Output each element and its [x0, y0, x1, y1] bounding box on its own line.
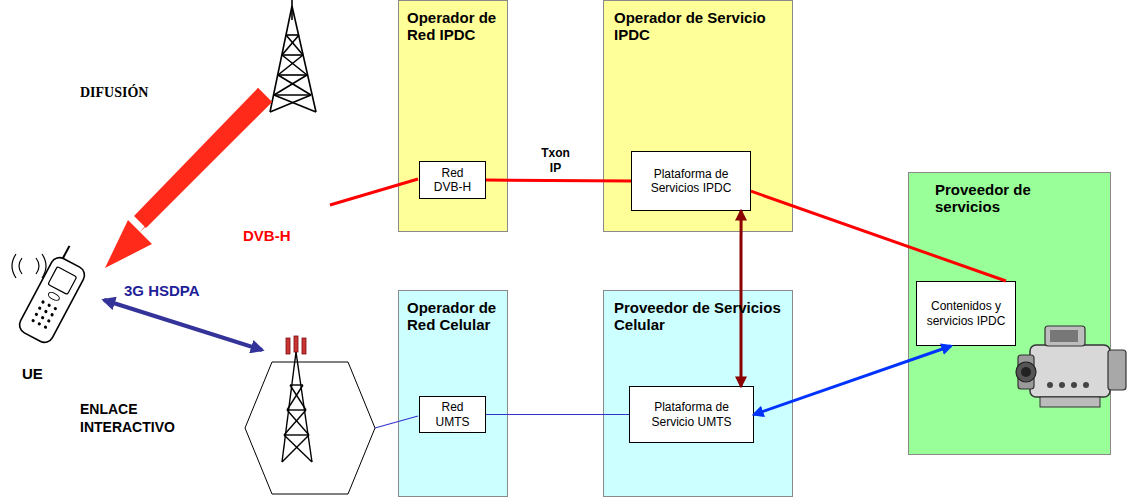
- connector: [486, 414, 629, 415]
- connector: [740, 211, 743, 386]
- connector-label: Txon IP: [536, 146, 576, 176]
- tower-feed-line: [330, 179, 418, 205]
- diagram-label: 3G HSDPA: [124, 281, 200, 301]
- signal-waves: [12, 254, 46, 278]
- box-title: Operador de Red Celular: [399, 291, 507, 342]
- diagram-label: UE: [22, 364, 43, 384]
- diagram-label: DIFUSIÓN: [80, 84, 148, 102]
- box-label: Red DVB-H: [426, 166, 479, 195]
- organization-box: Proveedor de serviciosContenidos y servi…: [908, 172, 1111, 455]
- organization-box: Proveedor de Servicios CelularPlataforma…: [603, 290, 793, 497]
- box-title: Proveedor de Servicios Celular: [604, 291, 792, 342]
- cell-tower: [282, 352, 312, 462]
- box-title: Operador de Servicio IPDC: [604, 1, 792, 52]
- broadcast-tower: [270, 0, 316, 112]
- box-label: Contenidos y servicios IPDC: [923, 299, 1009, 328]
- organization-box: Operador de Red CelularRed UMTS: [398, 290, 508, 497]
- box-title: Proveedor de servicios: [909, 173, 1110, 224]
- organization-box: Operador de Red IPDC Red DVB-H: [398, 0, 508, 232]
- component-box: Plataforma de Servicios IPDC: [631, 151, 751, 211]
- camcorder-icon: [1016, 326, 1126, 407]
- diagram-label: ENLACE INTERACTIVO: [80, 400, 180, 436]
- box-title: Operador de Red IPDC: [399, 1, 507, 52]
- box-label: Plataforma de Servicios IPDC: [638, 167, 744, 196]
- component-box: Red DVB-H: [419, 161, 486, 199]
- connector: [751, 191, 1006, 281]
- component-box: Plataforma de Servicio UMTS: [629, 386, 754, 443]
- interactive-link-arrow: [104, 300, 262, 350]
- cell-feed-line: [375, 416, 418, 428]
- cell-hexagon: [245, 362, 375, 494]
- box-label: Red UMTS: [426, 400, 479, 429]
- cell-antennas: [286, 336, 306, 354]
- diagram-label: DVB-H: [243, 226, 291, 246]
- broadcast-arrow-shaft: [134, 88, 272, 228]
- box-label: Plataforma de Servicio UMTS: [636, 400, 747, 429]
- connector: [754, 346, 951, 415]
- mobile-phone: [16, 242, 94, 345]
- component-box: Contenidos y servicios IPDC: [916, 281, 1016, 346]
- component-box: Red UMTS: [419, 396, 486, 433]
- connector: [486, 180, 631, 181]
